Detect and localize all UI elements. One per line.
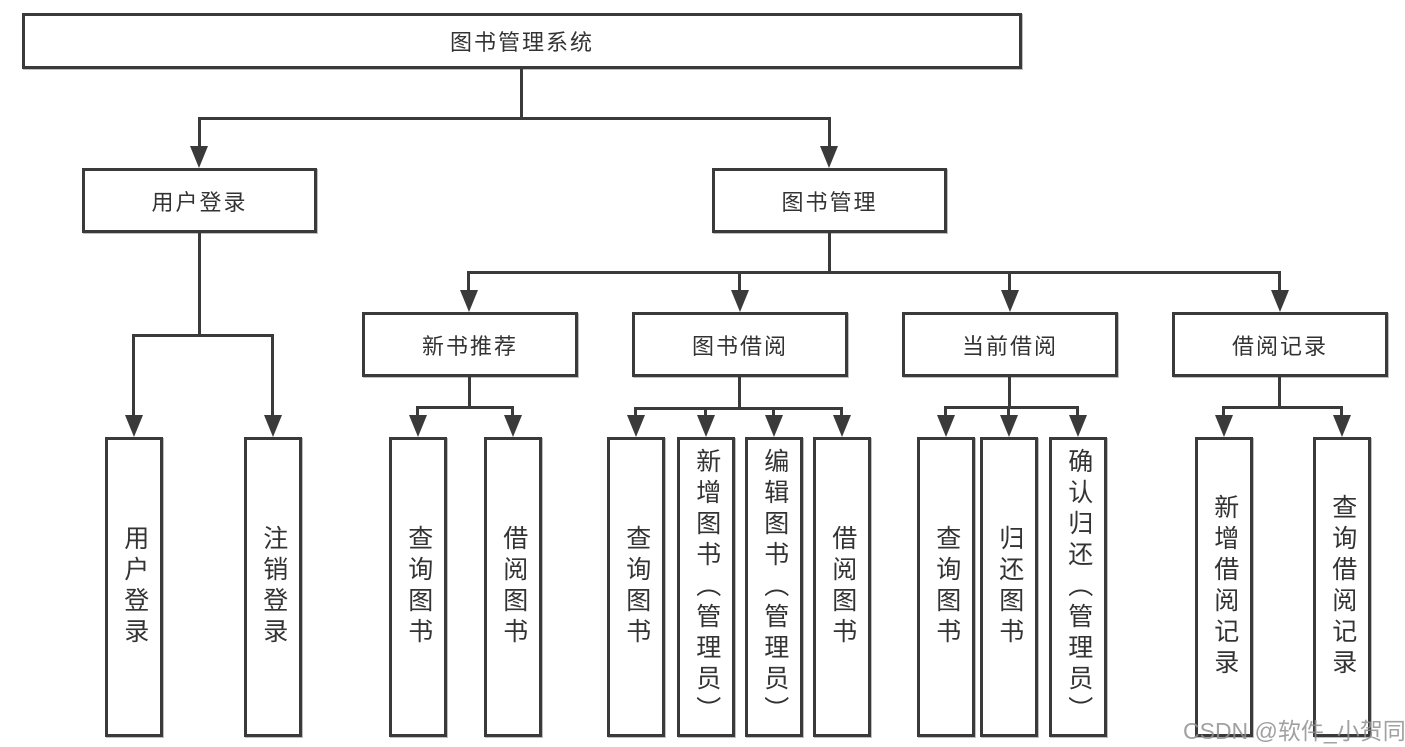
- connector-userlogin-stem: [198, 233, 201, 335]
- leaf-logout: 注销登录: [244, 437, 302, 737]
- connector-userlogin-bus: [132, 334, 274, 337]
- leaf-borrow-books-recommend-label: 借阅图书: [499, 525, 528, 649]
- connector-records-stem: [1278, 377, 1281, 409]
- connector-drop-query2: [634, 407, 637, 419]
- leaf-add-borrow-record: 新增借阅记录: [1195, 437, 1253, 737]
- leaf-return-books-label: 归还图书: [995, 525, 1024, 649]
- connector-borrow-stem: [738, 377, 741, 410]
- leaf-query-borrow-record: 查询借阅记录: [1313, 437, 1371, 737]
- node-user-login: 用户登录: [82, 168, 317, 233]
- node-book-borrow-label: 图书借阅: [691, 333, 788, 359]
- node-new-book-recommend: 新书推荐: [362, 312, 578, 377]
- node-book-management: 图书管理: [712, 168, 947, 233]
- leaf-query-books-borrow: 查询图书: [607, 437, 665, 737]
- arrow-recommend: [460, 290, 478, 312]
- leaf-edit-books-admin: 编辑图书（管理员）: [745, 437, 803, 737]
- arrow-borrow2: [833, 415, 851, 437]
- node-current-borrow: 当前借阅: [902, 312, 1118, 377]
- connector-drop-book-management: [828, 117, 831, 150]
- connector-drop-return: [1007, 406, 1010, 419]
- connector-records-bus: [1222, 406, 1343, 409]
- connector-drop-current: [1008, 271, 1011, 292]
- connector-borrow-bus: [634, 407, 843, 410]
- arrow-query1: [409, 415, 427, 437]
- leaf-return-books: 归还图书: [980, 437, 1038, 737]
- arrow-query3: [937, 415, 955, 437]
- leaf-confirm-return-admin-label: 确认归还（管理员）: [1064, 447, 1093, 727]
- node-book-borrow: 图书借阅: [632, 312, 848, 377]
- connector-drop-edit-books: [772, 407, 775, 419]
- csdn-watermark: CSDN @软件_小贺同学: [1183, 718, 1405, 744]
- arrow-borrow: [731, 290, 749, 312]
- arrow-records: [1271, 290, 1289, 312]
- leaf-user-login-label: 用户登录: [120, 525, 149, 649]
- node-book-management-label: 图书管理: [781, 189, 878, 215]
- leaf-query-books-borrow-label: 查询图书: [622, 525, 651, 649]
- leaf-query-books-recommend-label: 查询图书: [404, 525, 433, 649]
- leaf-borrow-books-label: 借阅图书: [828, 525, 857, 649]
- arrow-user-login: [190, 146, 208, 168]
- node-current-borrow-label: 当前借阅: [961, 333, 1058, 359]
- node-new-book-recommend-label: 新书推荐: [421, 333, 518, 359]
- arrow-leaf-logout: [264, 415, 282, 437]
- arrow-borrow1: [504, 415, 522, 437]
- connector-bookmgmt-stem: [828, 233, 831, 274]
- arrow-leaf-userlogin: [125, 415, 143, 437]
- leaf-user-login: 用户登录: [105, 437, 163, 737]
- connector-drop-confirm: [1076, 406, 1079, 419]
- leaf-add-borrow-record-label: 新增借阅记录: [1210, 494, 1239, 680]
- leaf-edit-books-admin-label: 编辑图书（管理员）: [760, 447, 789, 727]
- arrow-edit-books: [765, 415, 783, 437]
- connector-recommend-bus: [416, 406, 514, 409]
- node-borrow-records: 借阅记录: [1172, 312, 1388, 377]
- leaf-confirm-return-admin: 确认归还（管理员）: [1049, 437, 1107, 737]
- leaf-query-books-current: 查询图书: [917, 437, 975, 737]
- connector-level2-bus: [198, 117, 831, 120]
- node-root: 图书管理系统: [22, 13, 1022, 69]
- arrow-query-record: [1333, 415, 1351, 437]
- connector-current-stem: [1008, 377, 1011, 409]
- arrow-add-books: [697, 415, 715, 437]
- connector-drop-borrow2: [840, 407, 843, 419]
- connector-level3-bus: [467, 271, 1281, 274]
- node-root-label: 图书管理系统: [449, 30, 594, 55]
- leaf-add-books-admin-label: 新增图书（管理员）: [692, 447, 721, 727]
- leaf-query-books-recommend: 查询图书: [389, 437, 447, 737]
- node-borrow-records-label: 借阅记录: [1231, 333, 1328, 359]
- node-user-login-label: 用户登录: [151, 189, 248, 215]
- connector-root-stem: [520, 69, 523, 118]
- connector-drop-query-record: [1340, 406, 1343, 419]
- connector-drop-user-login: [198, 117, 201, 150]
- leaf-borrow-books: 借阅图书: [813, 437, 871, 737]
- leaf-logout-label: 注销登录: [259, 525, 288, 649]
- connector-drop-add-books: [704, 407, 707, 419]
- connector-drop-query1: [416, 406, 419, 419]
- leaf-query-borrow-record-label: 查询借阅记录: [1328, 494, 1357, 680]
- connector-drop-leaf-logout: [271, 334, 274, 419]
- arrow-current: [1001, 290, 1019, 312]
- connector-current-bus: [944, 406, 1079, 409]
- leaf-add-books-admin: 新增图书（管理员）: [677, 437, 735, 737]
- connector-recommend-stem: [468, 377, 471, 409]
- arrow-confirm: [1069, 415, 1087, 437]
- connector-drop-records: [1278, 271, 1281, 292]
- arrow-add-record: [1215, 415, 1233, 437]
- connector-drop-add-record: [1222, 406, 1225, 419]
- leaf-borrow-books-recommend: 借阅图书: [484, 437, 542, 737]
- connector-drop-borrow: [738, 271, 741, 292]
- leaf-query-books-current-label: 查询图书: [932, 525, 961, 649]
- connector-drop-leaf-userlogin: [132, 334, 135, 419]
- connector-drop-borrow1: [511, 406, 514, 419]
- connector-drop-recommend: [467, 271, 470, 292]
- arrow-query2: [627, 415, 645, 437]
- connector-drop-query3: [944, 406, 947, 419]
- arrow-book-management: [820, 146, 838, 168]
- arrow-return: [1000, 415, 1018, 437]
